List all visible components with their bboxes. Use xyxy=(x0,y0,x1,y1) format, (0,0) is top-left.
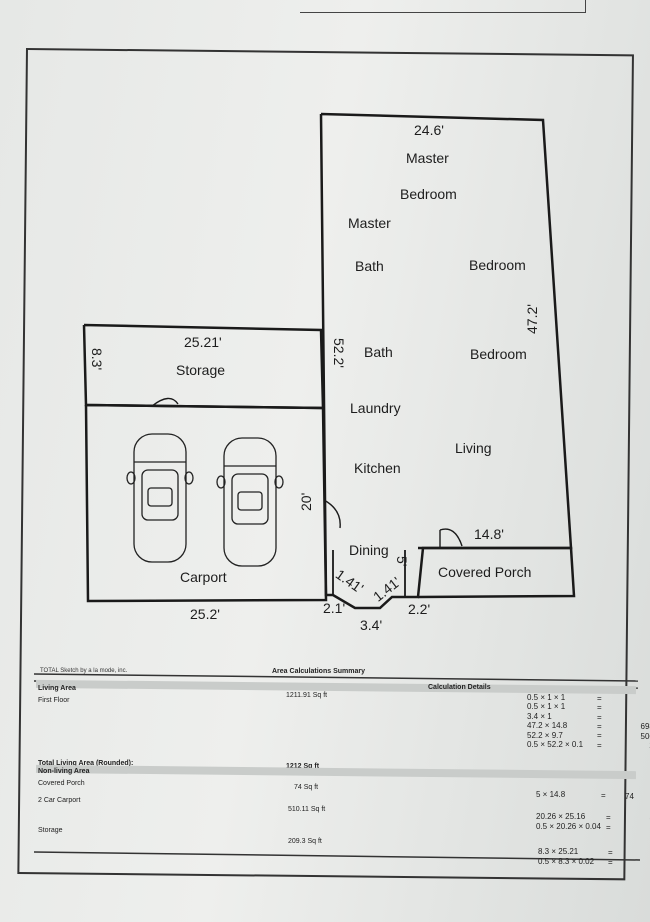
storage-calc-eq: = xyxy=(608,847,613,857)
first-floor-calc-eq: = xyxy=(597,740,602,750)
carport-calc-expr: 20.26 × 25.16 xyxy=(536,812,586,821)
dim-storage-left: 8.3' xyxy=(89,348,105,371)
carport-row-value: 510.11 Sq ft xyxy=(288,806,326,813)
first-floor-calc-val: 0.5 xyxy=(615,694,650,703)
total-living-label: Total Living Area (Rounded): xyxy=(38,760,134,767)
first-floor-calc-eq: = xyxy=(597,722,602,732)
porch-calc-eq: = xyxy=(601,791,606,800)
covered-porch-row-label: Covered Porch xyxy=(38,780,85,787)
room-bedroom-3-label: Bedroom xyxy=(470,346,527,362)
carport-calc-expr: 0.5 × 20.26 × 0.04 xyxy=(536,822,601,831)
first-floor-calc-expr: 0.5 × 1 × 1 xyxy=(527,702,566,712)
covered-porch-row-value: 74 Sq ft xyxy=(294,784,319,791)
room-bath-2-label: Bath xyxy=(364,344,393,360)
room-bath-label: Bath xyxy=(355,258,384,274)
dim-top: 24.6' xyxy=(414,122,444,138)
dim-carport-bottom: 25.2' xyxy=(190,606,220,622)
calc-details-heading: Calculation Details xyxy=(428,684,491,691)
carport-door-arc xyxy=(323,499,341,529)
total-living-value: 1212 Sq ft xyxy=(286,763,320,770)
living-area-heading: Living Area xyxy=(38,685,76,692)
first-floor-calc-eq: = xyxy=(597,731,602,741)
carport-row-label: 2 Car Carport xyxy=(38,797,81,804)
storage-calc-val: 0.0 xyxy=(626,858,650,867)
first-floor-calc-val: 506.34 xyxy=(640,731,650,741)
room-laundry-label: Laundry xyxy=(350,400,401,416)
room-bedroom-label: Bedroom xyxy=(400,186,457,202)
carport-calc-eq: = xyxy=(606,812,611,822)
first-floor-calc-val: 3.4 xyxy=(615,713,650,722)
dim-house-left: 52.2' xyxy=(331,338,347,368)
dim-bay-right: 2.2' xyxy=(408,601,431,617)
storage-calc-expr: 8.3 × 25.21 xyxy=(538,847,579,856)
porch-outline xyxy=(417,546,576,599)
first-floor-calc-expr: 52.2 × 9.7 xyxy=(527,730,563,740)
first-floor-value: 1211.91 Sq ft xyxy=(286,692,328,699)
bay-window xyxy=(332,550,406,609)
dim-carport-right: 20' xyxy=(298,492,314,511)
first-floor-label: First Floor xyxy=(38,697,70,704)
first-floor-calc-val: 2.61 xyxy=(615,741,650,750)
dim-bay-bottom: 3.4' xyxy=(360,617,383,633)
dim-storage-top: 25.21' xyxy=(184,334,222,350)
room-dining-label: Dining xyxy=(349,542,389,558)
dim-porch-top: 14.8' xyxy=(474,526,504,542)
room-master-label: Master xyxy=(406,150,449,166)
previous-page-edge xyxy=(300,0,586,13)
car-right-icon xyxy=(216,437,284,567)
first-floor-calc-val: 698.56 xyxy=(640,722,650,732)
carport-calc-eq: = xyxy=(606,822,611,832)
dim-bay-side: 5' xyxy=(394,556,410,567)
first-floor-calc-expr: 0.5 × 52.2 × 0.1 xyxy=(527,740,584,749)
porch-calc-expr: 5 × 14.8 xyxy=(536,790,566,799)
first-floor-calc-expr: 0.5 × 1 × 1 xyxy=(527,693,566,702)
room-covered-porch-label: Covered Porch xyxy=(438,564,532,580)
room-carport-label: Carport xyxy=(180,569,227,585)
first-floor-calc-eq: = xyxy=(597,703,602,713)
first-floor-calc-eq: = xyxy=(597,712,602,722)
storage-calc-val: 209.2 xyxy=(626,848,650,857)
dim-right: 47.2' xyxy=(524,304,540,334)
room-bedroom-2-label: Bedroom xyxy=(469,257,526,273)
dim-bay-left: 2.1' xyxy=(323,600,346,616)
storage-row-label: Storage xyxy=(38,827,63,834)
non-living-heading: Non-living Area xyxy=(38,768,90,775)
carport-calc-val: 509.71 xyxy=(624,813,650,822)
software-credit: TOTAL Sketch by a la mode, inc. xyxy=(40,668,128,674)
carport-calc-val: 0.39 xyxy=(624,823,650,832)
car-left-icon xyxy=(126,433,194,563)
summary-top-line xyxy=(33,673,639,682)
carport-outline xyxy=(84,403,328,603)
summary-title: Area Calculations Summary xyxy=(272,668,365,675)
room-kitchen-label: Kitchen xyxy=(354,460,401,476)
room-storage-label: Storage xyxy=(176,362,226,378)
storage-calc-expr: 0.5 × 8.3 × 0.02 xyxy=(538,857,595,866)
storage-door-arc xyxy=(151,397,179,407)
storage-row-value: 209.3 Sq ft xyxy=(288,838,322,845)
room-master-bath-label: Master xyxy=(348,215,391,231)
first-floor-calc-expr: 47.2 × 14.8 xyxy=(527,721,568,731)
porch-calc-val: 74 xyxy=(625,792,634,801)
room-living-label: Living xyxy=(455,440,492,456)
storage-calc-eq: = xyxy=(608,857,613,867)
first-floor-calc-val: 0.5 xyxy=(615,703,650,712)
first-floor-calc-eq: = xyxy=(597,693,602,703)
porch-door-arc xyxy=(439,528,463,547)
first-floor-calc-expr: 3.4 × 1 xyxy=(527,711,552,721)
